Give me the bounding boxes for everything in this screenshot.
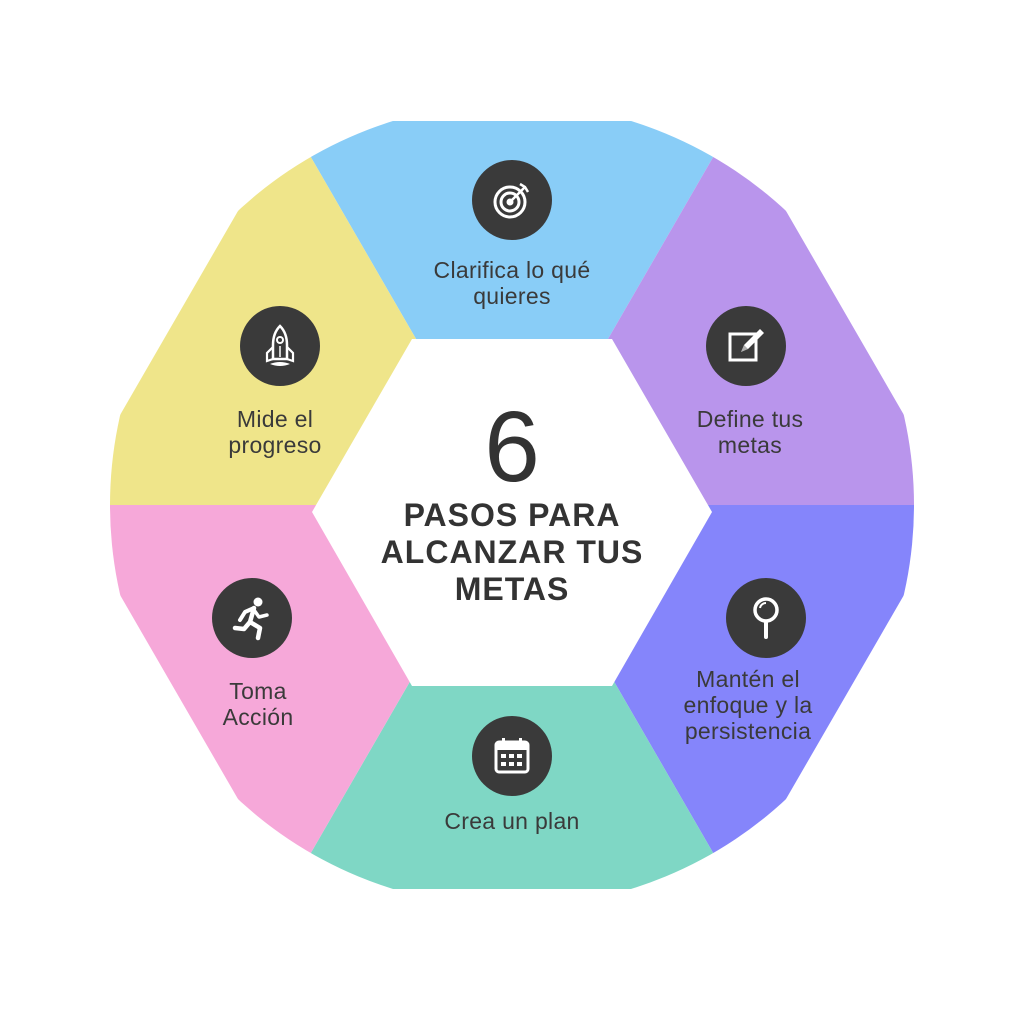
edit-icon: [706, 306, 786, 386]
step-label-clarifica: Clarifica lo qué quieres: [433, 257, 591, 309]
calendar-icon: [472, 716, 552, 796]
segment-clarifica: [290, 121, 734, 505]
segment-crea: [290, 505, 734, 889]
step-label-crea: Crea un plan: [444, 808, 580, 834]
center-number: 6: [484, 391, 540, 503]
step-label-mide: Mide el progreso: [228, 406, 322, 458]
center-hexagon: [312, 339, 712, 686]
running-person-icon: [212, 578, 292, 658]
magnifier-icon: [726, 578, 806, 658]
step-label-define: Define tus metas: [696, 406, 804, 458]
target-icon: [472, 160, 552, 240]
center-title: PASOS PARA ALCANZAR TUS METAS: [380, 497, 644, 607]
step-label-toma: Toma Acción: [222, 678, 294, 730]
rocket-icon: [240, 306, 320, 386]
step-label-manten: Mantén el enfoque y la persistencia: [683, 666, 813, 744]
